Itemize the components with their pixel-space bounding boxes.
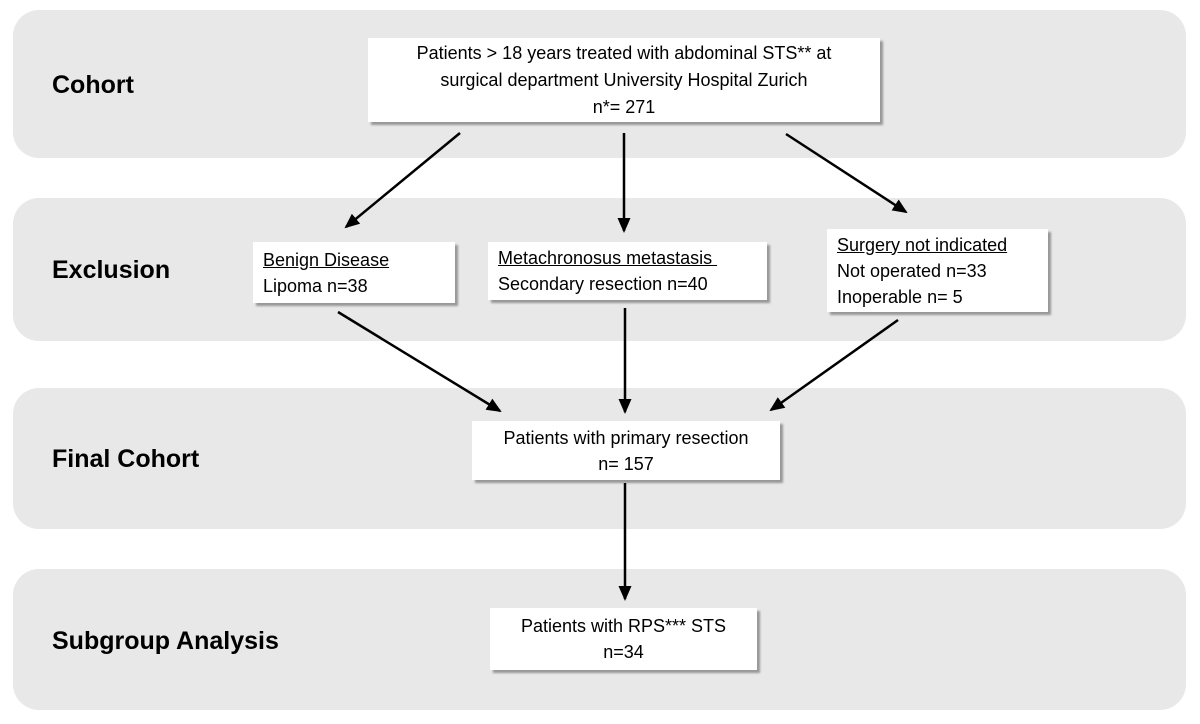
node-subgroup-count: n=34 [603,642,644,662]
node-final-line1: Patients with primary resection [503,427,749,448]
row-label-cohort: Cohort [52,71,134,99]
node-surgery-not-indicated: Surgery not indicated Not operated n=33 … [827,229,1048,312]
node-cohort-line1: Patients > 18 years treated with abdomin… [416,42,832,63]
node-subgroup: Patients with RPS*** STS n=34 [490,608,757,670]
node-metastasis-count: Secondary resection n=40 [498,274,708,294]
row-label-exclusion: Exclusion [52,256,171,284]
node-surgery-heading: Surgery not indicated [837,234,1008,255]
node-final-cohort: Patients with primary resection n= 157 [472,421,780,480]
node-final-count: n= 157 [598,453,654,474]
node-subgroup-line1: Patients with RPS*** STS [520,616,727,636]
node-cohort-count: n*= 271 [592,96,656,117]
row-label-subgroup-analysis: Subgroup Analysis [52,627,279,655]
node-cohort-line2: surgical department University Hospital … [440,69,808,90]
node-surgery-not-operated: Not operated n=33 [837,260,987,281]
node-metastasis-heading: Metachronosus metastasis [498,248,718,268]
node-surgery-inoperable: Inoperable n= 5 [837,286,963,307]
node-benign-count: Lipoma n=38 [263,275,368,296]
node-cohort: Patients > 18 years treated with abdomin… [368,38,880,122]
node-benign-heading: Benign Disease [263,249,390,270]
node-metachronous-metastasis: Metachronosus metastasis Secondary resec… [488,242,767,300]
node-benign-disease: Benign Disease Lipoma n=38 [253,242,455,303]
row-label-final-cohort: Final Cohort [52,445,200,473]
